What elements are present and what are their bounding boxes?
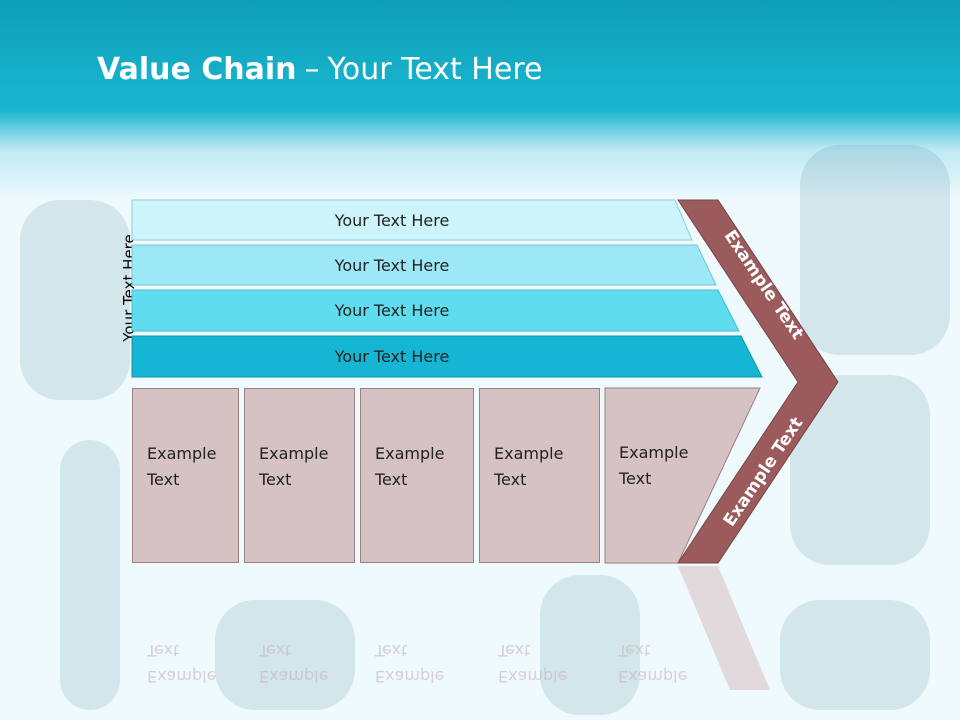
bar-2-label: Your Text Here xyxy=(334,255,450,275)
box-4-line1: Example xyxy=(494,444,564,463)
box-1-line2: Text xyxy=(147,470,180,489)
title-bold: Value Chain xyxy=(97,52,297,87)
activity-box-1: Example Text xyxy=(132,388,239,563)
background-photo xyxy=(780,600,930,710)
box-5-line1: Example xyxy=(619,443,689,462)
page-title: Value Chain–Your Text Here xyxy=(97,52,542,87)
header-banner xyxy=(0,0,960,200)
chevron-shape xyxy=(677,199,839,564)
background-photo xyxy=(20,200,130,400)
box-2-line1: Example xyxy=(259,444,329,463)
bar-4: Your Text Here xyxy=(132,336,692,376)
bar-shape-1 xyxy=(131,199,693,241)
bar-shape-2 xyxy=(131,244,717,286)
background-photo xyxy=(60,440,120,710)
chevron-reflection xyxy=(678,566,770,690)
bar-4-label: Your Text Here xyxy=(334,346,450,366)
activity-box-3: Example Text xyxy=(360,388,474,563)
bar-shape-3 xyxy=(131,289,740,332)
title-rest: Your Text Here xyxy=(327,52,543,87)
box-5-line2: Text xyxy=(619,469,652,488)
box-3-line1: Example xyxy=(375,444,445,463)
box-2-line2: Text xyxy=(259,470,292,489)
background-photo xyxy=(215,600,355,710)
background-photo xyxy=(800,145,950,355)
activity-box-2: Example Text xyxy=(244,388,355,563)
title-separator: – xyxy=(304,52,320,87)
background-photo xyxy=(540,575,640,715)
activity-box-4: Example Text xyxy=(479,388,600,563)
bar-1-label: Your Text Here xyxy=(334,210,450,230)
bar-3: Your Text Here xyxy=(132,290,692,330)
activity-box-5: Example Text xyxy=(605,388,705,563)
box-1-line1: Example xyxy=(147,444,217,463)
bar-2: Your Text Here xyxy=(132,245,692,285)
bar-3-label: Your Text Here xyxy=(334,300,450,320)
bar-1: Your Text Here xyxy=(132,200,692,240)
box-3-line2: Text xyxy=(375,470,408,489)
bar-shape-4 xyxy=(131,335,763,378)
box-4-line2: Text xyxy=(494,470,527,489)
